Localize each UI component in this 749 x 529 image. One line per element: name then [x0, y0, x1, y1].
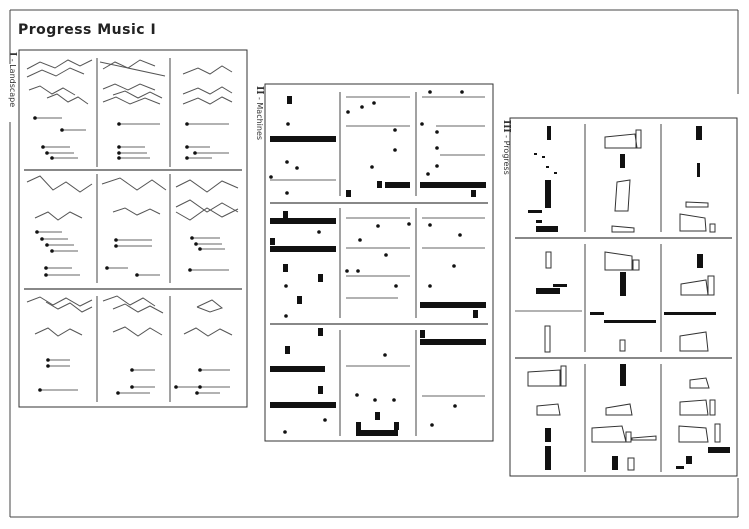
panel-progress: [509, 117, 738, 477]
panel-landscape: [18, 49, 248, 408]
page-title: Progress Music I: [18, 22, 157, 38]
panel-machines: [264, 83, 494, 442]
page-border: [9, 9, 739, 518]
